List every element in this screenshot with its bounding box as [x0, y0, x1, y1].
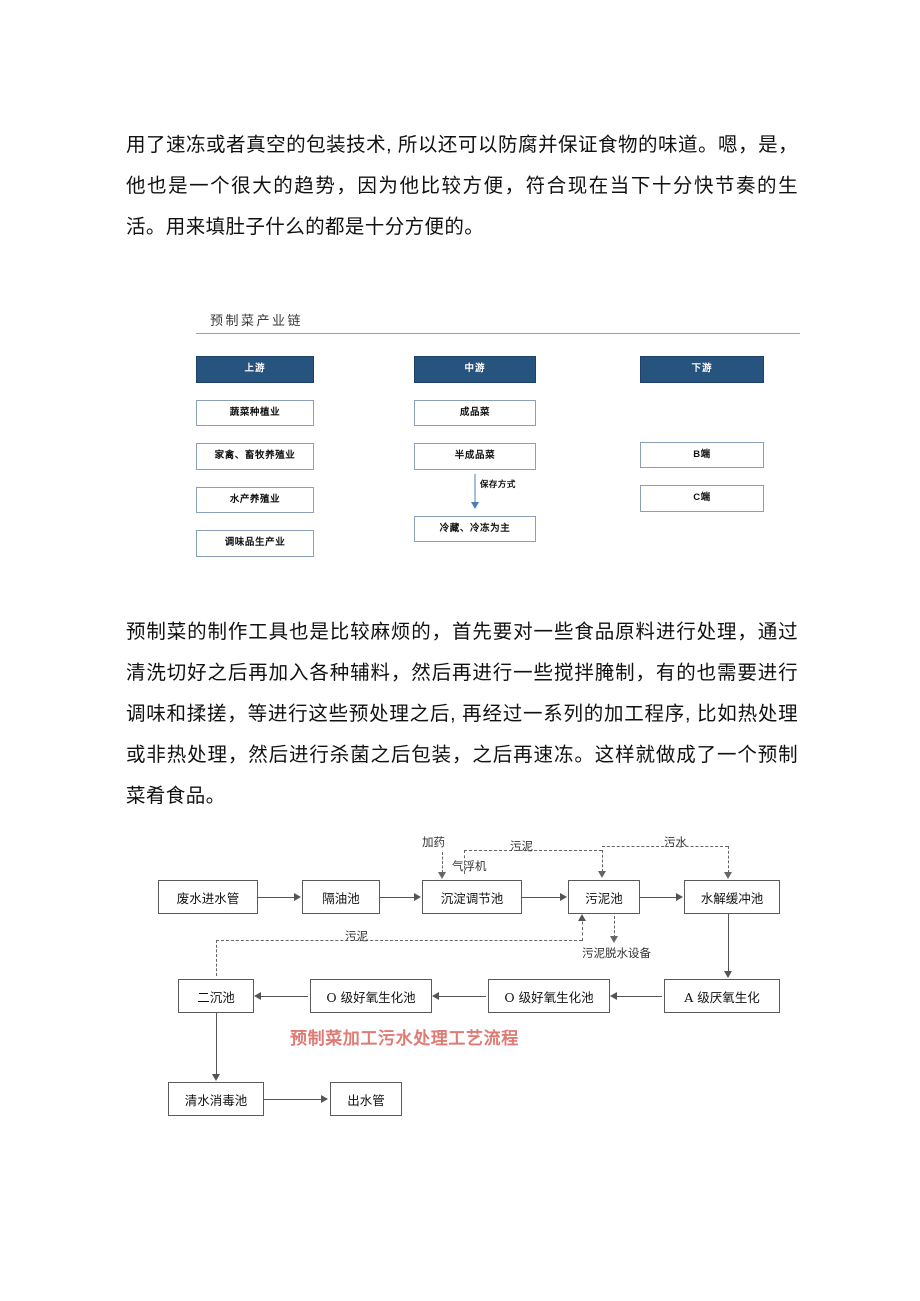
flow-arrowhead-6-icon — [610, 992, 617, 1000]
figure-wastewater-flow: 废水进水管 隔油池 沉淀调节池 污泥池 水解缓冲池 加药 气浮机 污泥 污水 — [150, 832, 790, 1132]
flow-dashed-sludge-across — [464, 850, 602, 851]
flow-dashed-return-left — [216, 940, 217, 976]
figure-industry-chain: 预制菜产业链 上游 蔬菜种植业 家禽、畜牧养殖业 水产养殖业 调味品生产业 中游… — [196, 310, 800, 580]
flow-dashed-dosing — [442, 852, 443, 873]
flow-label-air-flotation: 气浮机 — [452, 859, 487, 873]
flow-diagram-title: 预制菜加工污水处理工艺流程 — [290, 1029, 519, 1048]
flow-link-3 — [522, 897, 561, 898]
chain-column-upstream: 上游 蔬菜种植业 家禽、畜牧养殖业 水产养殖业 调味品生产业 — [196, 356, 314, 557]
flow-link-buffer-to-anaerobic — [728, 914, 729, 972]
flow-dashed-dewatering — [614, 916, 615, 938]
chain-columns: 上游 蔬菜种植业 家禽、畜牧养殖业 水产养殖业 调味品生产业 中游 成品菜 半成… — [196, 356, 800, 576]
flow-node-sludge-tank: 污泥池 — [568, 880, 640, 914]
chain-box-poultry-livestock: 家禽、畜牧养殖业 — [196, 443, 314, 470]
chain-box-aquaculture: 水产养殖业 — [196, 486, 314, 513]
chain-column-downstream: 下游 B端 C端 — [640, 356, 764, 512]
flow-arrowhead-1-icon — [294, 893, 301, 901]
chain-box-cold-storage: 冷藏、冷冻为主 — [414, 515, 536, 542]
flow-arrowhead-7-icon — [432, 992, 439, 1000]
flow-label-sewage: 污水 — [664, 835, 687, 849]
flow-arrowhead-10-icon — [610, 936, 618, 943]
flow-node-sedimentation-adjustment-tank: 沉淀调节池 — [422, 880, 522, 914]
flow-link-6 — [439, 996, 486, 997]
flow-node-aerobic-tank-2: O 级好氧生化池 — [310, 979, 432, 1013]
flow-node-secondary-sedimentation-tank: 二沉池 — [178, 979, 254, 1013]
figure-chain-caption: 预制菜产业链 — [210, 314, 304, 329]
flow-link-to-disinfection — [216, 1013, 217, 1076]
flow-link-7 — [261, 996, 308, 997]
paragraph-1: 用了速冻或者真空的包装技术, 所以还可以防腐并保证食物的味道。嗯，是，他也是一个… — [126, 133, 798, 238]
flow-link-8 — [264, 1099, 322, 1100]
figure-chain-rule — [196, 333, 800, 334]
flow-link-4 — [640, 897, 677, 898]
chain-box-semi-finished-dish: 半成品菜 — [414, 443, 536, 470]
paragraph-2: 预制菜的制作工具也是比较麻烦的，首先要对一些食品原料进行处理，通过清洗切好之后再… — [126, 620, 798, 807]
flow-label-dosing: 加药 — [422, 835, 445, 849]
flow-dashed-return-up — [582, 916, 583, 941]
chain-header-downstream: 下游 — [640, 356, 764, 383]
flow-arrowhead-sludge-icon — [598, 871, 606, 878]
chain-box-vegetable-farming: 蔬菜种植业 — [196, 399, 314, 426]
chain-box-seasoning-production: 调味品生产业 — [196, 530, 314, 557]
flow-label-sludge-return: 污泥 — [345, 929, 368, 943]
flow-link-2 — [380, 897, 415, 898]
flow-node-anaerobic-tank: A 级厌氧生化 — [664, 979, 780, 1013]
flow-node-hydrolysis-buffer-tank: 水解缓冲池 — [684, 880, 780, 914]
flow-node-outlet-pipe: 出水管 — [330, 1082, 402, 1116]
chain-arrow-head-icon — [471, 501, 479, 509]
flow-dashed-sewage-across — [602, 846, 728, 847]
chain-arrow-preservation: 保存方式 — [414, 470, 536, 516]
chain-arrow-line — [474, 473, 476, 504]
flow-link-1 — [258, 897, 295, 898]
flow-arrowhead-3-icon — [560, 893, 567, 901]
chain-header-midstream: 中游 — [414, 356, 536, 383]
chain-header-upstream: 上游 — [196, 356, 314, 383]
flow-label-sludge-top: 污泥 — [510, 839, 533, 853]
flow-arrowhead-5-icon — [724, 971, 732, 978]
flow-dashed-sludge-up — [464, 850, 465, 874]
flow-link-5 — [617, 996, 662, 997]
flow-dashed-sludge-down — [602, 850, 603, 872]
flow-dashed-sewage — [728, 846, 729, 873]
flow-node-oil-separation-tank: 隔油池 — [302, 880, 380, 914]
flow-arrowhead-sewage-icon — [724, 872, 732, 879]
flow-label-sludge-dewatering: 污泥脱水设备 — [582, 946, 651, 960]
chain-box-c-end: C端 — [640, 485, 764, 512]
flow-node-wastewater-inlet: 废水进水管 — [158, 880, 258, 914]
flow-arrowhead-2-icon — [414, 893, 421, 901]
flow-arrowhead-9-icon — [578, 914, 586, 921]
flow-node-clean-water-disinfection-tank: 清水消毒池 — [168, 1082, 264, 1116]
flow-dashed-return-across — [216, 940, 582, 941]
flow-arrowhead-4-icon — [676, 893, 683, 901]
chain-box-finished-dish: 成品菜 — [414, 399, 536, 426]
flow-node-aerobic-tank-1: O 级好氧生化池 — [488, 979, 610, 1013]
chain-arrow-label-preservation: 保存方式 — [479, 478, 516, 489]
flow-arrowhead-11-icon — [212, 1074, 220, 1081]
flow-arrowhead-dosing-icon — [438, 872, 446, 879]
chain-column-midstream: 中游 成品菜 半成品菜 保存方式 冷藏、冷冻为主 — [414, 356, 536, 542]
chain-box-b-end: B端 — [640, 441, 764, 468]
flow-arrowhead-12-icon — [321, 1095, 328, 1103]
flow-arrowhead-8-icon — [254, 992, 261, 1000]
